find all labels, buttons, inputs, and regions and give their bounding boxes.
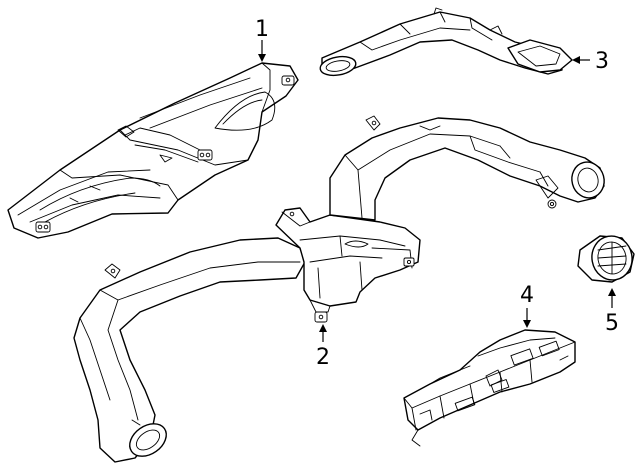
part-3-defroster-duct[interactable] <box>319 7 573 78</box>
part-4-center-vent[interactable] <box>403 329 576 447</box>
part-5-round-vent[interactable] <box>577 233 636 283</box>
part-2-main-duct[interactable] <box>73 115 608 463</box>
callout-5-label: 5 <box>605 311 619 336</box>
callout-2: 2 <box>316 324 330 370</box>
callout-2-label: 2 <box>316 345 330 370</box>
callout-3: 3 <box>572 49 609 74</box>
callout-1: 1 <box>255 17 269 62</box>
part-1-upper-duct[interactable] <box>7 62 299 239</box>
callout-5: 5 <box>605 288 619 336</box>
callout-4: 4 <box>520 283 534 328</box>
callout-4-label: 4 <box>520 283 534 308</box>
callout-1-label: 1 <box>255 17 269 42</box>
callout-3-label: 3 <box>595 49 609 74</box>
